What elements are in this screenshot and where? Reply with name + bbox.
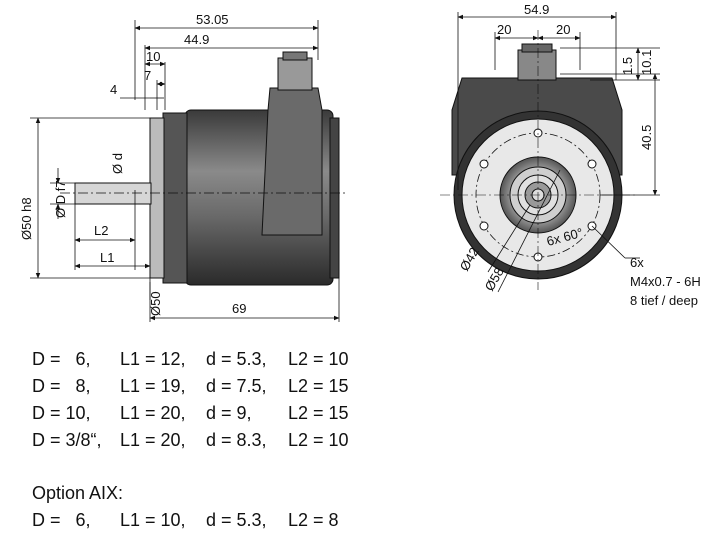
connector-housing	[261, 87, 323, 236]
front-view: 54.9 20 20 1.5 10.1 40.5 Ø42 Ø58 6x 60° …	[440, 2, 701, 308]
variant-l1: L1 = 20,	[120, 430, 186, 450]
variant-small-d: d = 5.3,	[206, 349, 267, 369]
dim-44-9: 44.9	[184, 32, 209, 47]
variant-l2: L2 = 15	[288, 376, 349, 396]
thread-note-count: 6x	[630, 255, 644, 270]
dim-20-right: 20	[556, 22, 570, 37]
shaft	[74, 182, 152, 205]
option-l1: L1 = 10,	[120, 510, 186, 530]
dim-20-left: 20	[497, 22, 511, 37]
dim-10-1: 10.1	[639, 50, 654, 75]
connector-plug	[277, 57, 313, 91]
dim-7: 7	[144, 68, 151, 83]
variant-l1: L1 = 12,	[120, 349, 186, 369]
variant-d: D = 6,	[32, 349, 91, 369]
variant-d: D = 3/8“,	[32, 430, 102, 450]
dim-flat-d: Ø d	[110, 153, 125, 174]
variant-small-d: d = 9,	[206, 403, 252, 423]
front-ring	[162, 112, 188, 284]
dim-flange-diameter: Ø50 h8	[19, 197, 34, 240]
dim-54-9: 54.9	[524, 2, 549, 17]
variant-table: D = 6, L1 = 12, d = 5.3, L2 = 10 D = 8, …	[32, 346, 378, 534]
variant-row: D = 3/8“, L1 = 20, d = 8.3, L2 = 10	[32, 427, 378, 454]
variant-l1: L1 = 19,	[120, 376, 186, 396]
dim-body-diameter: Ø50	[148, 291, 163, 316]
variant-l2: L2 = 10	[288, 430, 349, 450]
dim-69: 69	[232, 301, 246, 316]
dim-10: 10	[146, 49, 160, 64]
variant-small-d: d = 7.5,	[206, 376, 267, 396]
variant-row: D = 6, L1 = 12, d = 5.3, L2 = 10	[32, 346, 378, 373]
thread-note-depth: 8 tief / deep	[630, 293, 698, 308]
dim-4: 4	[110, 82, 117, 97]
variant-row: D = 10, L1 = 20, d = 9, L2 = 15	[32, 400, 378, 427]
front-connector	[517, 49, 557, 81]
dim-l2: L2	[94, 223, 108, 238]
option-title: Option AIX:	[32, 483, 124, 503]
option-l2: L2 = 8	[288, 510, 339, 530]
variant-row: D = 8, L1 = 19, d = 7.5, L2 = 15	[32, 373, 378, 400]
variant-l2: L2 = 15	[288, 403, 349, 423]
thread-note-spec: M4x0.7 - 6H	[630, 274, 701, 289]
side-view: 53.05 44.9 10 7 4 Ø50 h8 Ø D f7 Ø d L2 L…	[19, 12, 345, 322]
rear-cap	[329, 117, 340, 279]
variant-l1: L1 = 20,	[120, 403, 186, 423]
dim-1-5: 1.5	[620, 57, 635, 75]
option-row: D = 6, L1 = 10, d = 5.3, L2 = 8	[32, 507, 378, 534]
variant-d: D = 8,	[32, 376, 91, 396]
option-small-d: d = 5.3,	[206, 510, 267, 530]
dim-40-5: 40.5	[639, 125, 654, 150]
variant-small-d: d = 8.3,	[206, 430, 267, 450]
option-d: D = 6,	[32, 510, 91, 530]
variant-d: D = 10,	[32, 403, 91, 423]
variant-l2: L2 = 10	[288, 349, 349, 369]
dim-l1: L1	[100, 250, 114, 265]
dim-53-05: 53.05	[196, 12, 229, 27]
technical-drawing: 53.05 44.9 10 7 4 Ø50 h8 Ø D f7 Ø d L2 L…	[19, 2, 701, 322]
dim-shaft-diameter: Ø D f7	[53, 180, 68, 218]
flange	[149, 117, 165, 279]
